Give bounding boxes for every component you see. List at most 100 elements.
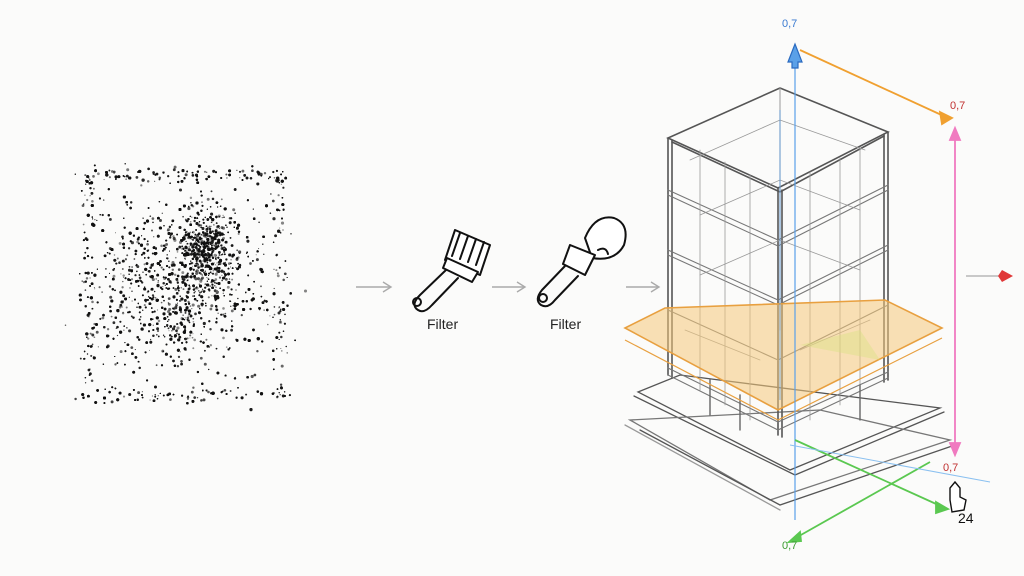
noise-point xyxy=(186,290,190,294)
noise-point xyxy=(200,209,203,212)
noise-point xyxy=(203,271,205,274)
noise-point xyxy=(147,167,150,171)
noise-point xyxy=(161,212,163,214)
noise-point xyxy=(194,233,197,236)
noise-point xyxy=(168,250,171,252)
noise-point xyxy=(121,235,124,239)
noise-point xyxy=(192,268,195,271)
noise-point xyxy=(238,250,242,254)
noise-point xyxy=(207,247,211,252)
noise-point xyxy=(214,264,217,266)
noise-point xyxy=(188,263,191,265)
noise-point xyxy=(223,249,226,252)
noise-point xyxy=(247,338,251,343)
noise-point xyxy=(165,203,168,206)
noise-point xyxy=(97,172,100,176)
noise-point xyxy=(162,171,165,174)
noise-point xyxy=(161,288,164,291)
noise-point xyxy=(92,187,95,190)
noise-point xyxy=(209,235,212,238)
noise-point xyxy=(138,318,141,321)
noise-point xyxy=(154,394,156,396)
noise-point xyxy=(220,244,223,247)
noise-point xyxy=(204,286,207,289)
noise-point xyxy=(136,240,139,244)
noise-point xyxy=(271,199,275,203)
noise-point xyxy=(171,335,173,338)
noise-point xyxy=(204,270,207,272)
noise-point xyxy=(127,247,131,250)
noise-point xyxy=(167,175,170,178)
noise-point xyxy=(275,254,278,257)
noise-point xyxy=(285,345,287,348)
noise-point xyxy=(282,308,286,311)
noise-point xyxy=(148,296,149,298)
noise-point xyxy=(225,258,228,261)
noise-point xyxy=(159,219,162,222)
noise-point xyxy=(108,176,111,179)
noise-point xyxy=(113,258,117,262)
noise-point xyxy=(272,170,275,174)
noise-point xyxy=(106,251,109,254)
noise-point xyxy=(235,339,239,342)
noise-point xyxy=(209,241,212,244)
noise-point xyxy=(108,335,110,337)
noise-point xyxy=(180,286,183,289)
noise-point xyxy=(200,317,203,320)
noise-point xyxy=(172,359,175,363)
noise-point xyxy=(85,183,87,185)
noise-point xyxy=(231,278,234,281)
noise-point xyxy=(152,221,154,224)
noise-point xyxy=(236,249,239,252)
noise-point xyxy=(209,307,213,311)
noise-point xyxy=(112,321,116,325)
noise-point xyxy=(176,322,179,326)
noise-point xyxy=(148,270,151,273)
noise-point xyxy=(282,208,285,211)
noise-point xyxy=(223,270,226,273)
noise-point xyxy=(206,277,208,279)
noise-point xyxy=(250,374,254,379)
noise-point xyxy=(180,362,183,366)
noise-point xyxy=(112,337,115,340)
noise-point xyxy=(162,268,165,271)
noise-point xyxy=(210,304,214,308)
noise-point xyxy=(168,307,172,311)
noise-point xyxy=(168,266,171,269)
noise-point xyxy=(151,318,154,320)
noise-point xyxy=(162,350,164,352)
noise-point xyxy=(203,326,205,328)
noise-point xyxy=(84,194,86,196)
noise-point xyxy=(179,300,181,302)
noise-point xyxy=(239,170,241,173)
noise-point xyxy=(143,263,146,266)
noise-point xyxy=(279,319,281,321)
noise-point xyxy=(260,285,262,288)
noise-point xyxy=(191,257,195,261)
noise-point xyxy=(138,242,140,245)
noise-point xyxy=(279,393,281,396)
noise-point xyxy=(280,335,283,339)
noise-point xyxy=(137,360,140,363)
noise-point xyxy=(129,287,131,289)
noise-point xyxy=(201,245,203,247)
noise-point xyxy=(86,296,89,299)
noise-point xyxy=(96,268,98,270)
noise-point xyxy=(221,254,223,256)
noise-point xyxy=(184,233,188,236)
noise-point xyxy=(191,249,195,253)
noise-point xyxy=(157,280,159,282)
noise-point xyxy=(166,316,169,318)
noise-point xyxy=(208,288,211,291)
noise-point xyxy=(218,276,222,279)
noise-point xyxy=(128,273,130,275)
noise-point xyxy=(183,253,187,257)
noise-point xyxy=(162,334,165,336)
noise-point xyxy=(118,261,121,264)
noise-point xyxy=(138,318,141,321)
noise-point xyxy=(215,245,219,249)
noise-point xyxy=(178,188,183,192)
noise-point xyxy=(128,296,130,298)
noise-point xyxy=(128,393,132,396)
noise-point xyxy=(276,388,279,390)
